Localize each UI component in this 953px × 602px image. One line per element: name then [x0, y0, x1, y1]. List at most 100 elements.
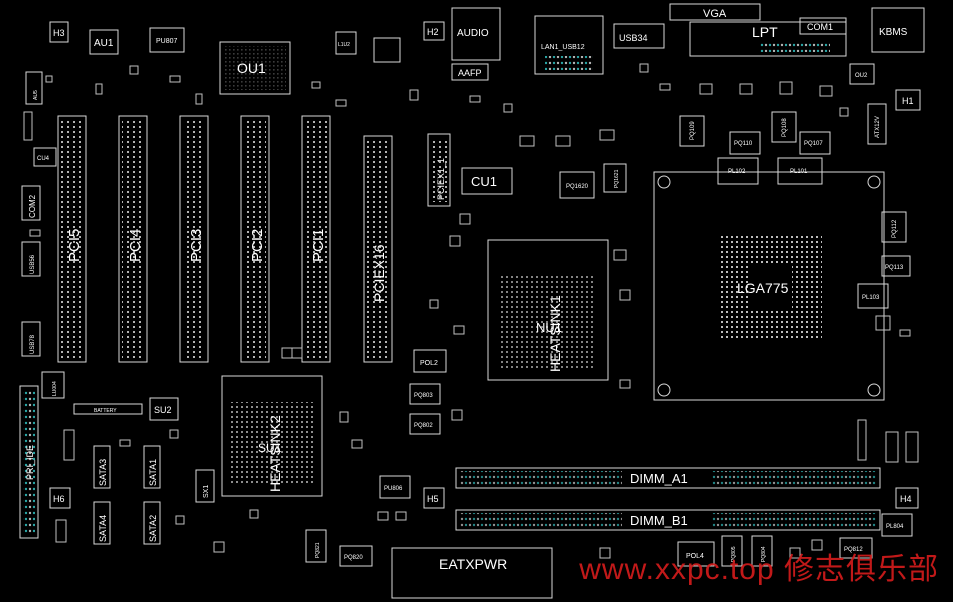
pci1-label: PCI1 — [310, 229, 327, 262]
transistor-pq1621: PQ1621 — [603, 163, 627, 193]
pq821-label: PQ821 — [315, 542, 321, 558]
com1-label: COM1 — [807, 22, 833, 32]
h4-label: H4 — [900, 494, 912, 504]
pq107-label: PQ107 — [804, 141, 823, 147]
au1-label: AU1 — [94, 38, 114, 49]
cu4-label: CU4 — [37, 156, 50, 162]
mounting-hole-h3: H3 — [49, 21, 69, 43]
lga775-label: LGA775 — [737, 280, 789, 296]
chip-au1: AU1 — [89, 29, 119, 55]
eatxpwr-label: EATXPWR — [439, 556, 507, 572]
pq108-label: PQ108 — [782, 118, 788, 137]
mounting-hole-h4: H4 — [895, 487, 919, 509]
chip-su1-heatsink2: SU1 HEATSINK2 — [221, 375, 323, 497]
memory-slot-dimm-b1: DIMM_B1 — [455, 509, 881, 531]
h5-label: H5 — [427, 494, 439, 504]
pq820-label: PQ820 — [344, 555, 363, 561]
l1u2-label: L1U2 — [338, 42, 350, 48]
sata4-label: SATA4 — [98, 515, 108, 542]
pci4-label: PCI4 — [127, 229, 144, 262]
usb78-label: USB78 — [30, 334, 36, 354]
inductor-pol2: POL2 — [413, 349, 447, 373]
connector-lpt: LPT — [689, 21, 847, 57]
pq803-label: PQ803 — [414, 393, 433, 399]
pq805-label: PQ805 — [731, 546, 737, 562]
pq1621-label: PQ1621 — [614, 169, 620, 188]
usb34-label: USB34 — [619, 33, 648, 43]
pol2-label: POL2 — [420, 360, 438, 367]
chip-ou1: OU1 — [219, 41, 291, 95]
transistor-pq1620: PQ1620 — [559, 171, 595, 199]
passive-components — [23, 63, 919, 559]
chip-au5: AU5 — [25, 71, 43, 105]
transistor-pq110: PQ110 — [729, 131, 761, 155]
connector-kbms: KBMS — [871, 7, 925, 53]
transistor-pq108: PQ108 — [771, 111, 797, 143]
slot-pci5: PCI5 — [57, 115, 87, 363]
slot-pci2: PCI2 — [240, 115, 270, 363]
mounting-hole-h5: H5 — [423, 487, 445, 509]
vga-label: VGA — [703, 8, 727, 20]
slot-pciex1-1: PCIEX1_1 — [427, 133, 451, 207]
pu806-label: PU806 — [384, 486, 403, 492]
h2-label: H2 — [427, 27, 439, 37]
transistor-pq107: PQ107 — [799, 131, 831, 155]
switch-component — [373, 37, 401, 63]
slot-pciex16: PCIEX16 — [363, 135, 393, 363]
header-usb56: USB56 — [21, 241, 41, 277]
chip-ou2: OU2 — [849, 63, 875, 85]
chip-lu004: LU004 — [41, 371, 65, 399]
connector-sata4: SATA4 — [93, 501, 111, 545]
header-com2: COM2 — [21, 185, 41, 221]
pu807-label: PU807 — [156, 38, 178, 45]
usb56-label: USB56 — [30, 254, 36, 274]
transistor-pq804: PQ804 — [751, 535, 773, 567]
header-usb78: USB78 — [21, 321, 41, 357]
com2-label: COM2 — [28, 194, 37, 218]
transistor-pq113: PQ113 — [881, 255, 911, 277]
chip-pu807: PU807 — [149, 27, 185, 53]
h6-label: H6 — [53, 494, 65, 504]
lan1-usb12-label: LAN1_USB12 — [541, 44, 585, 51]
connector-lan1-usb12: LAN1_USB12 — [534, 15, 604, 75]
nu1-label: NU1 — [536, 320, 562, 335]
su2-label: SU2 — [154, 405, 172, 415]
sx1-label: SX1 — [203, 485, 210, 498]
battery-holder: BATTERY — [73, 403, 143, 415]
h1-label: H1 — [902, 96, 914, 106]
chip-pu806: PU806 — [379, 475, 411, 499]
chip-su2: SU2 — [149, 397, 179, 421]
au5-label: AU5 — [33, 90, 39, 100]
lu004-label: LU004 — [52, 381, 58, 396]
dimm-a1-label: DIMM_A1 — [630, 471, 688, 486]
battery-label: BATTERY — [94, 408, 117, 414]
pci5-label: PCI5 — [66, 229, 83, 262]
transistor-pq802: PQ802 — [409, 413, 441, 435]
kbms-label: KBMS — [879, 27, 908, 38]
connector-pri-ide: PRI_IDE — [19, 385, 39, 539]
pq1620-label: PQ1620 — [566, 184, 589, 190]
lpt-label: LPT — [752, 24, 778, 40]
dimm-b1-label: DIMM_B1 — [630, 513, 688, 528]
pol4-label: POL4 — [686, 553, 704, 560]
h3-label: H3 — [53, 28, 65, 38]
su1-label: SU1 — [258, 441, 282, 455]
pci2-label: PCI2 — [249, 229, 266, 262]
connector-com1: COM1 — [799, 17, 847, 35]
transistor-pq109: PQ109 — [679, 115, 705, 147]
crystal-sx1: SX1 — [195, 469, 215, 503]
mounting-hole-h1: H1 — [895, 89, 921, 111]
heatsink2-label: HEATSINK2 — [267, 415, 283, 492]
ou1-label: OU1 — [237, 60, 266, 76]
pri-ide-label: PRI_IDE — [25, 445, 35, 480]
audio-label: AUDIO — [457, 28, 489, 39]
heatsink1-label: HEATSINK1 — [547, 295, 563, 372]
connector-usb34: USB34 — [613, 23, 665, 49]
atx12v-label: ATX12V — [875, 116, 881, 138]
pq110-label: PQ110 — [734, 141, 753, 147]
cu1-label: CU1 — [471, 174, 497, 189]
transistor-pq112: PQ112 — [881, 211, 907, 243]
pq804-label: PQ804 — [761, 546, 767, 562]
pq113-label: PQ113 — [885, 265, 904, 271]
connector-atx12v: ATX12V — [867, 103, 887, 145]
